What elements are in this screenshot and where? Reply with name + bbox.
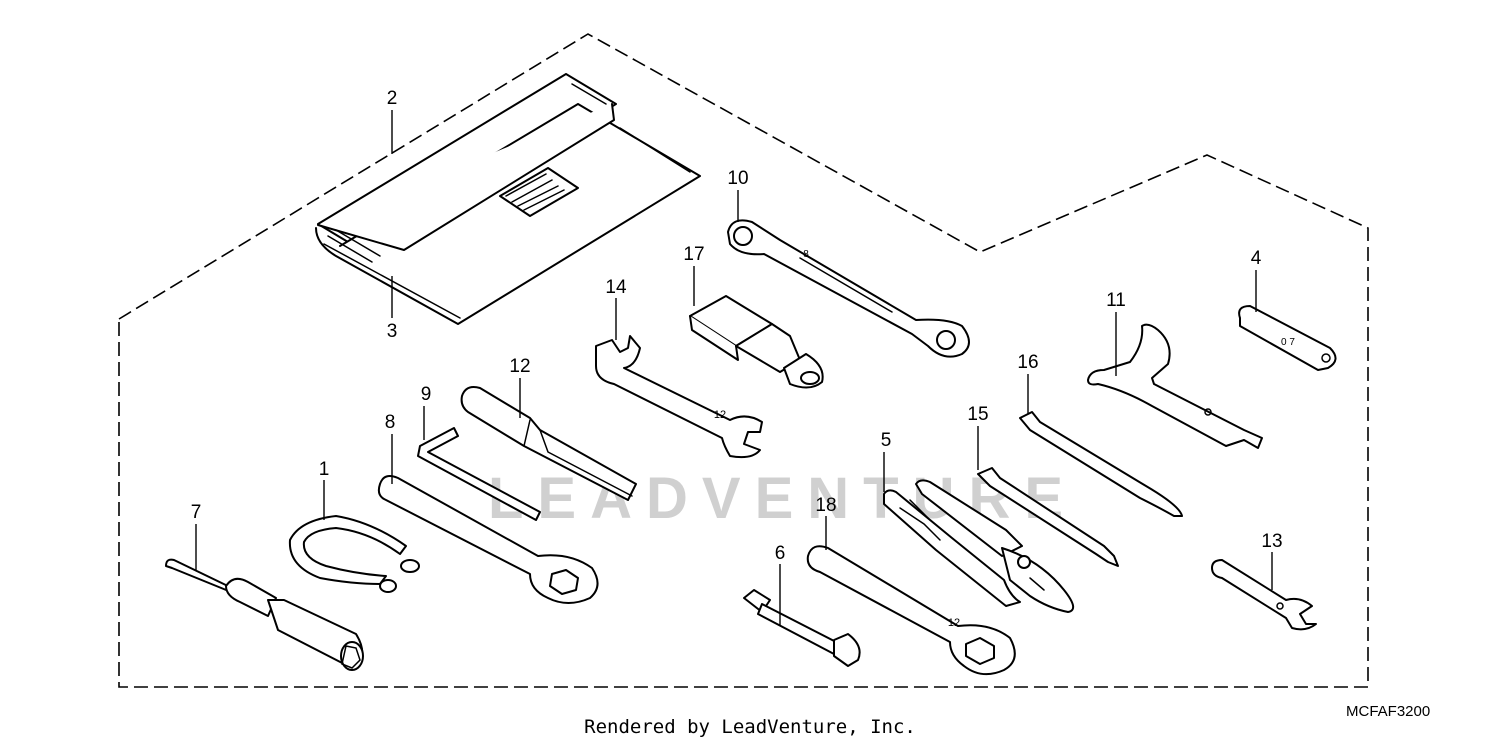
callout-17: 17	[683, 244, 704, 265]
small-spanner-part-13[interactable]	[1211, 559, 1317, 631]
screwdriver-handle-part-12[interactable]	[460, 386, 637, 501]
spanner-10-size-mark: 8	[803, 249, 809, 260]
screwdriver-part-16[interactable]	[1019, 411, 1183, 517]
group-boundary	[118, 33, 1369, 688]
callout-5: 5	[881, 430, 892, 451]
diagram-code: MCFAF3200	[1346, 703, 1431, 720]
pliers-part-5[interactable]	[883, 479, 1075, 613]
spark-plug-wrench-part-7[interactable]	[165, 558, 364, 671]
callout-2: 2	[387, 88, 398, 109]
callout-18: 18	[815, 495, 836, 516]
spanner-14-size-mark: 12	[714, 409, 726, 421]
callout-12: 12	[509, 356, 530, 377]
socket-driver-part-17[interactable]	[689, 295, 824, 389]
callout-13: 13	[1261, 531, 1282, 552]
pin-spanner-4-size-mark: 0 7	[1281, 337, 1295, 348]
ring-spanner-part-10[interactable]: 8	[727, 219, 970, 358]
ground-cable-part-1[interactable]	[288, 515, 420, 593]
pin-spanner-part-4[interactable]: 0 7	[1238, 305, 1337, 371]
callout-9: 9	[421, 384, 432, 405]
combination-spanner-part-18[interactable]: 12	[806, 545, 1016, 676]
callout-16: 16	[1017, 352, 1038, 373]
callout-4: 4	[1251, 248, 1262, 269]
callout-6: 6	[775, 543, 786, 564]
callout-14: 14	[605, 277, 627, 298]
hex-key-part-9[interactable]	[417, 427, 541, 521]
spanner-18-size-mark: 12	[948, 617, 960, 629]
callouts: 1 2 3 4 5 6 7 8 9 10 11 12 13 14 15 16 1…	[191, 88, 1283, 564]
hook-wrench-part-11[interactable]	[1087, 323, 1263, 449]
socket-bit-part-6[interactable]	[743, 589, 861, 667]
callout-1: 1	[319, 459, 330, 480]
leader-lines	[195, 110, 1273, 626]
tool-bag-part-2-3[interactable]	[315, 73, 701, 325]
callout-7: 7	[191, 502, 202, 523]
box-spanner-part-8[interactable]	[377, 475, 599, 604]
callout-11: 11	[1106, 290, 1126, 311]
callout-10: 10	[727, 168, 748, 189]
callout-15: 15	[967, 404, 988, 425]
callout-3: 3	[387, 321, 398, 342]
open-spanner-part-14[interactable]: 12	[595, 335, 763, 459]
callout-8: 8	[385, 412, 396, 433]
screwdriver-part-15[interactable]	[977, 467, 1119, 567]
footer-credit: Rendered by LeadVenture, Inc.	[584, 716, 916, 738]
